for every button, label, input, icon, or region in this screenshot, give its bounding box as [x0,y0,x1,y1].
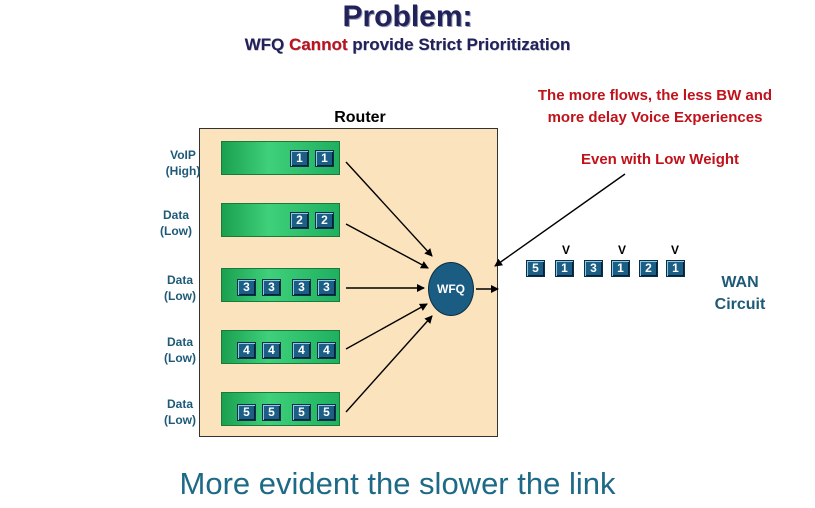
flow-label-line1: Data [166,397,193,411]
packet: 3 [292,279,311,296]
subtitle-cannot: Cannot [288,35,348,54]
arrow-weight-note [494,173,626,267]
flow-label-line2: (Low) [160,224,192,238]
packet: 3 [237,279,256,296]
weight-note: Even with Low Weight [580,151,740,168]
router-label: Router [334,109,386,126]
voice-marker: V [670,243,679,257]
queue-data-5: 5 5 5 5 [221,392,340,426]
footer-caption: More evident the slower the link [179,466,616,501]
flow-label-line1: VoIP [170,148,196,162]
flow-label-data-2: Data (Low) [141,207,211,239]
packet: 5 [317,404,336,421]
flow-label-line2: (Low) [164,413,196,427]
output-packet: 5 [526,260,545,277]
packet: 3 [317,279,336,296]
subtitle-part2: provide Strict Prioritization [347,35,571,54]
queue-voip: 1 1 [221,141,340,175]
arrow-data2-to-wfq [345,223,429,269]
flow-label-line2: (Low) [164,289,196,303]
packet: 3 [262,279,281,296]
output-packet: 3 [584,260,603,277]
flow-label-data-3: Data (Low) [145,272,215,304]
output-packet: 1 [611,260,630,277]
subtitle-part1: WFQ [244,35,289,54]
arrow-voip-to-wfq [345,161,433,257]
flow-label-line2: (Low) [164,351,196,365]
queue-data-4: 4 4 4 4 [221,330,340,364]
queue-data-2: 2 2 [221,203,340,237]
voice-marker: V [617,243,626,257]
flow-label-line2: (High) [165,164,201,178]
output-packet: 1 [666,260,685,277]
flows-note-line1: The more flows, the less BW and [537,87,773,104]
wan-line1: WAN [721,274,759,291]
flow-label-line1: Data [166,273,193,287]
packet: 4 [317,342,336,359]
packet: 5 [262,404,281,421]
flow-label-line1: Data [162,208,189,222]
arrow-data5-to-wfq [345,315,433,413]
wan-circuit-label: WAN Circuit [700,272,780,316]
flow-label-data-5: Data (Low) [145,396,215,428]
packet: 4 [237,342,256,359]
packet: 2 [315,212,334,229]
voice-marker: V [561,243,570,257]
wan-line2: Circuit [714,296,766,313]
flow-label-line1: Data [166,335,193,349]
flow-label-voip: VoIP (High) [148,147,218,179]
flow-label-data-4: Data (Low) [145,334,215,366]
wfq-scheduler: WFQ [428,262,474,316]
queue-data-3: 3 3 3 3 [221,268,340,302]
packet: 1 [315,150,334,167]
slide-title: Problem: [342,0,473,33]
output-packet: 1 [555,260,574,277]
packet: 4 [262,342,281,359]
packet: 5 [237,404,256,421]
flows-note: The more flows, the less BW and more del… [490,85,815,129]
packet: 2 [290,212,309,229]
flows-note-line2: more delay Voice Experiences [547,109,763,126]
packet: 4 [292,342,311,359]
packet: 5 [292,404,311,421]
packet: 1 [290,150,309,167]
arrow-data4-to-wfq [345,303,428,350]
slide-subtitle: WFQ Cannot provide Strict Prioritization [0,35,815,55]
output-packet: 2 [639,260,658,277]
